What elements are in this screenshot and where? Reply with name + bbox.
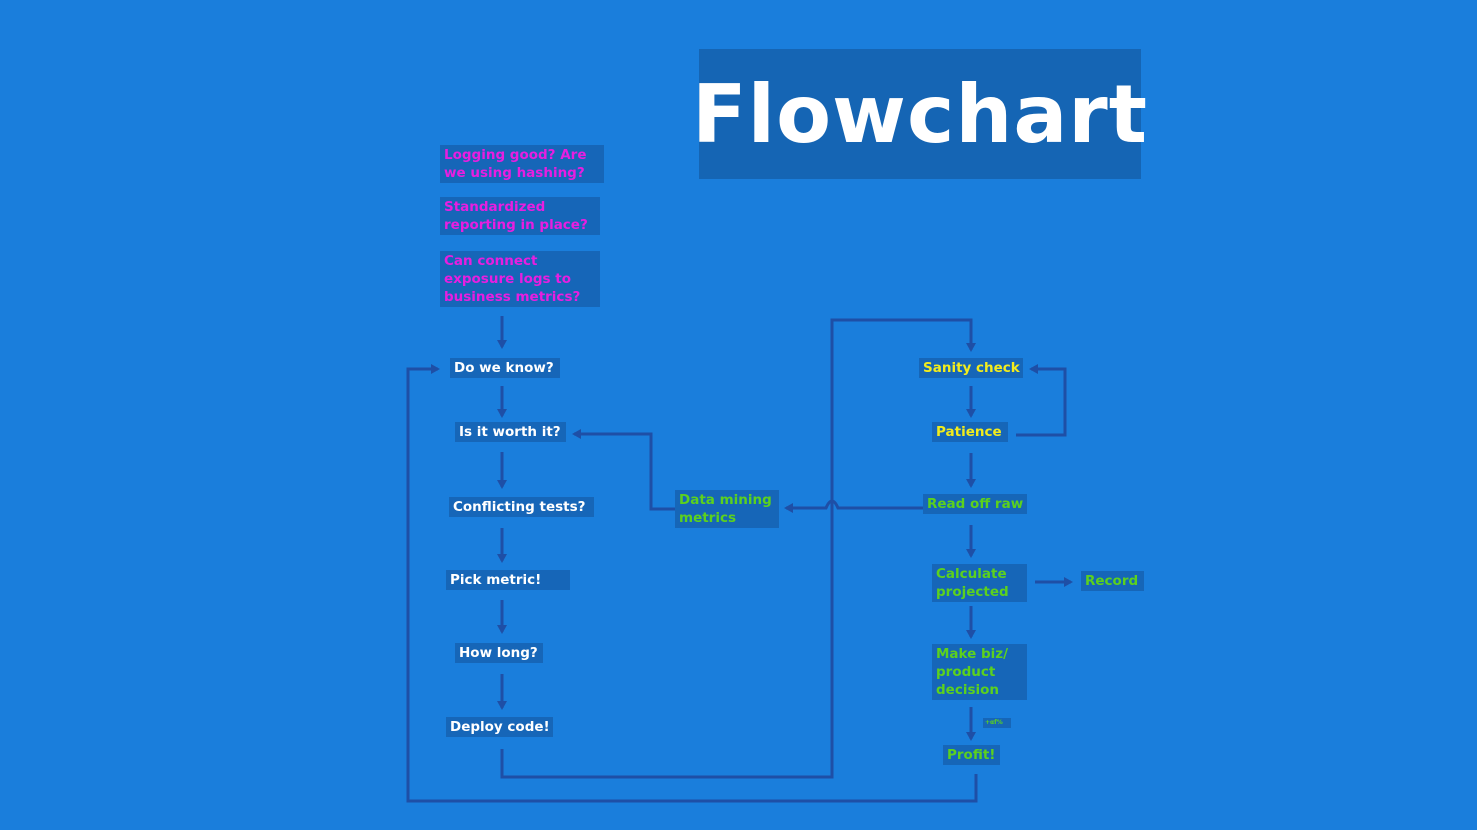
node-connect: Can connect exposure logs to business me… — [440, 251, 600, 307]
node-reporting-label: Standardized reporting in place? — [444, 199, 588, 233]
node-data-mining: Data mining metrics — [675, 490, 779, 528]
node-do-we-know-label: Do we know? — [454, 360, 554, 376]
arrow-profit-to-know — [406, 364, 978, 803]
node-conflicting-tests-label: Conflicting tests? — [453, 499, 586, 515]
node-read-off-raw-label: Read off raw — [927, 496, 1024, 512]
node-tiny-note: +αf% — [983, 718, 1011, 728]
node-record-label: Record — [1085, 573, 1139, 589]
title-box: Flowchart — [692, 49, 1147, 179]
node-sanity-check: Sanity check — [919, 358, 1023, 378]
node-deploy-code: Deploy code! — [446, 717, 553, 737]
node-tiny-note-label: +αf% — [985, 719, 1003, 726]
node-make-decision-label: Make biz/ product decision — [936, 646, 1009, 698]
node-how-long: How long? — [455, 643, 543, 663]
node-logging-label: Logging good? Are we using hashing? — [444, 147, 587, 181]
node-profit: Profit! — [943, 745, 1000, 765]
arrow-deploy-to-sanity — [500, 318, 976, 779]
node-sanity-check-label: Sanity check — [923, 360, 1020, 376]
arrow-datamining-to-worth — [572, 429, 676, 511]
node-connect-label: Can connect exposure logs to business me… — [444, 253, 581, 305]
node-do-we-know: Do we know? — [450, 358, 560, 378]
node-worth-it: Is it worth it? — [455, 422, 566, 442]
node-logging: Logging good? Are we using hashing? — [440, 145, 604, 183]
node-pick-metric-label: Pick metric! — [450, 572, 542, 588]
node-how-long-label: How long? — [459, 645, 538, 661]
node-record: Record — [1081, 571, 1144, 591]
node-calculate-projected-label: Calculate projected — [936, 566, 1009, 600]
node-reporting: Standardized reporting in place? — [440, 197, 600, 235]
node-patience-label: Patience — [936, 424, 1002, 440]
node-pick-metric: Pick metric! — [446, 570, 570, 590]
arrow-patience-loop — [1016, 364, 1067, 437]
node-read-off-raw: Read off raw — [923, 494, 1027, 514]
node-deploy-code-label: Deploy code! — [450, 719, 550, 735]
node-data-mining-label: Data mining metrics — [679, 492, 772, 526]
node-conflicting-tests: Conflicting tests? — [449, 497, 594, 517]
node-worth-it-label: Is it worth it? — [459, 424, 561, 440]
node-calculate-projected: Calculate projected — [932, 564, 1027, 602]
node-make-decision: Make biz/ product decision — [932, 644, 1027, 700]
page-title: Flowchart — [692, 67, 1148, 161]
node-patience: Patience — [932, 422, 1008, 442]
arrow-readraw-to-datamining — [784, 499, 924, 513]
node-profit-label: Profit! — [947, 747, 996, 763]
